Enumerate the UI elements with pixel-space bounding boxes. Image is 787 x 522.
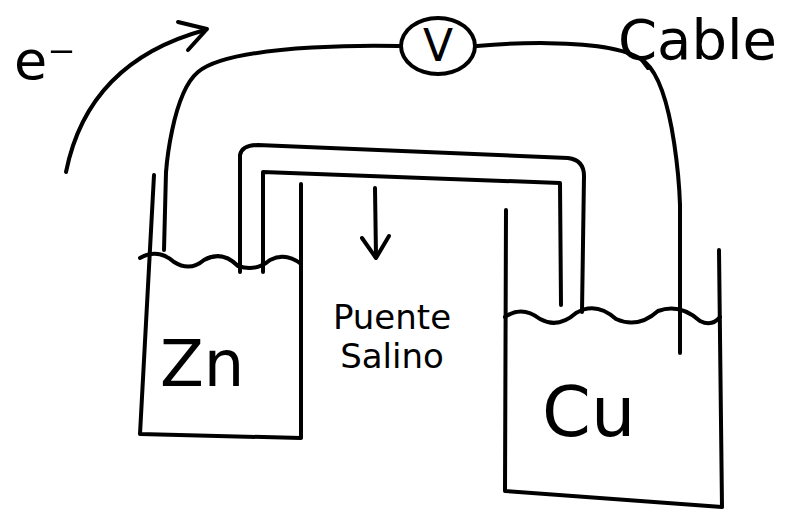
pointer-arrow <box>375 188 376 256</box>
wire <box>477 43 680 205</box>
electron-flow-arrow-head <box>178 22 207 50</box>
zinc-beaker: Zn <box>138 172 303 442</box>
cable-label: Cable <box>618 8 777 72</box>
electrode-label: Zn <box>160 332 244 396</box>
salt-bridge-label: Puente Salino <box>322 298 462 376</box>
beaker-wall <box>505 210 722 507</box>
electrode-label: Cu <box>542 377 635 447</box>
salt-bridge-outer <box>240 145 584 312</box>
copper-beaker-outline <box>500 205 725 510</box>
electrode <box>678 205 682 353</box>
copper-beaker: Cu <box>500 205 725 510</box>
pointer-arrow-head <box>362 236 389 258</box>
liquid-surface <box>505 308 720 323</box>
electron-flow-arrow <box>66 30 205 172</box>
electrode <box>164 172 166 250</box>
zinc-beaker-outline <box>138 172 303 442</box>
voltmeter: V <box>399 16 477 76</box>
electron-label: e⁻ <box>14 30 76 92</box>
meter-symbol: V <box>423 24 453 68</box>
liquid-surface <box>140 254 301 268</box>
wire <box>166 46 399 172</box>
salt-bridge-inner <box>263 172 561 305</box>
